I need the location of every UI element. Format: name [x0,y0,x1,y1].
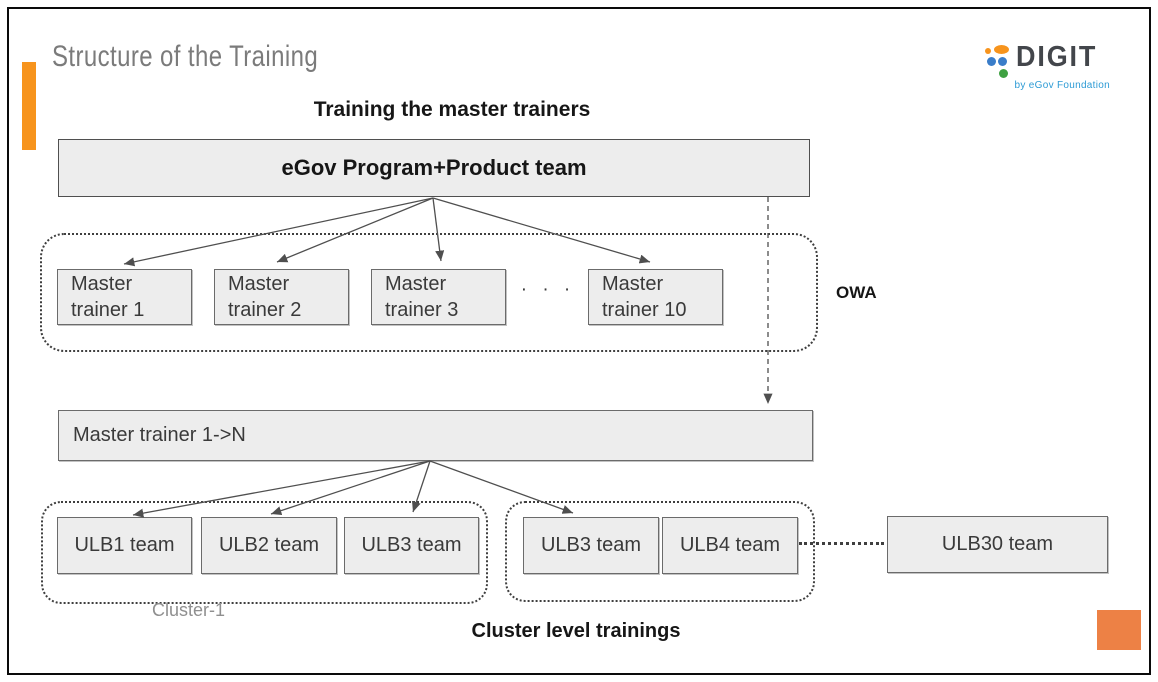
logo-tagline: by eGov Foundation [1014,80,1110,91]
ellipsis: · · · [520,279,576,300]
logo-wordmark: DIGIT [1016,41,1098,73]
digit-dots-icon [984,45,1016,79]
ulb2-team-box: ULB2 team [201,517,337,574]
digit-logo: DIGIT by eGov Foundation [984,42,1110,91]
page-title: Structure of the Training [52,40,319,73]
master-trainer-10-box: Master trainer 10 [588,269,723,325]
egov-program-product-box: eGov Program+Product team [58,139,810,197]
heading-training-master-trainers: Training the master trainers [313,98,591,121]
accent-bar [22,62,36,150]
master-trainer-range-box: Master trainer 1->N [58,410,813,461]
dotted-connector-to-ulb30 [799,542,884,545]
owa-label: OWA [836,283,877,302]
heading-cluster-level-trainings: Cluster level trainings [471,620,681,642]
cluster-2-outline [505,501,815,602]
ulb3-team-box-cluster2: ULB3 team [523,517,659,574]
corner-accent-square [1097,610,1141,650]
cluster-1-label: Cluster-1 [152,600,226,620]
master-trainer-3-box: Master trainer 3 [371,269,506,325]
slide-border [7,7,1151,675]
ulb3-team-box: ULB3 team [344,517,479,574]
master-trainer-1-box: Master trainer 1 [57,269,192,325]
master-trainer-2-box: Master trainer 2 [214,269,349,325]
ulb30-team-box: ULB30 team [887,516,1108,573]
ulb1-team-box: ULB1 team [57,517,192,574]
ulb4-team-box: ULB4 team [662,517,798,574]
